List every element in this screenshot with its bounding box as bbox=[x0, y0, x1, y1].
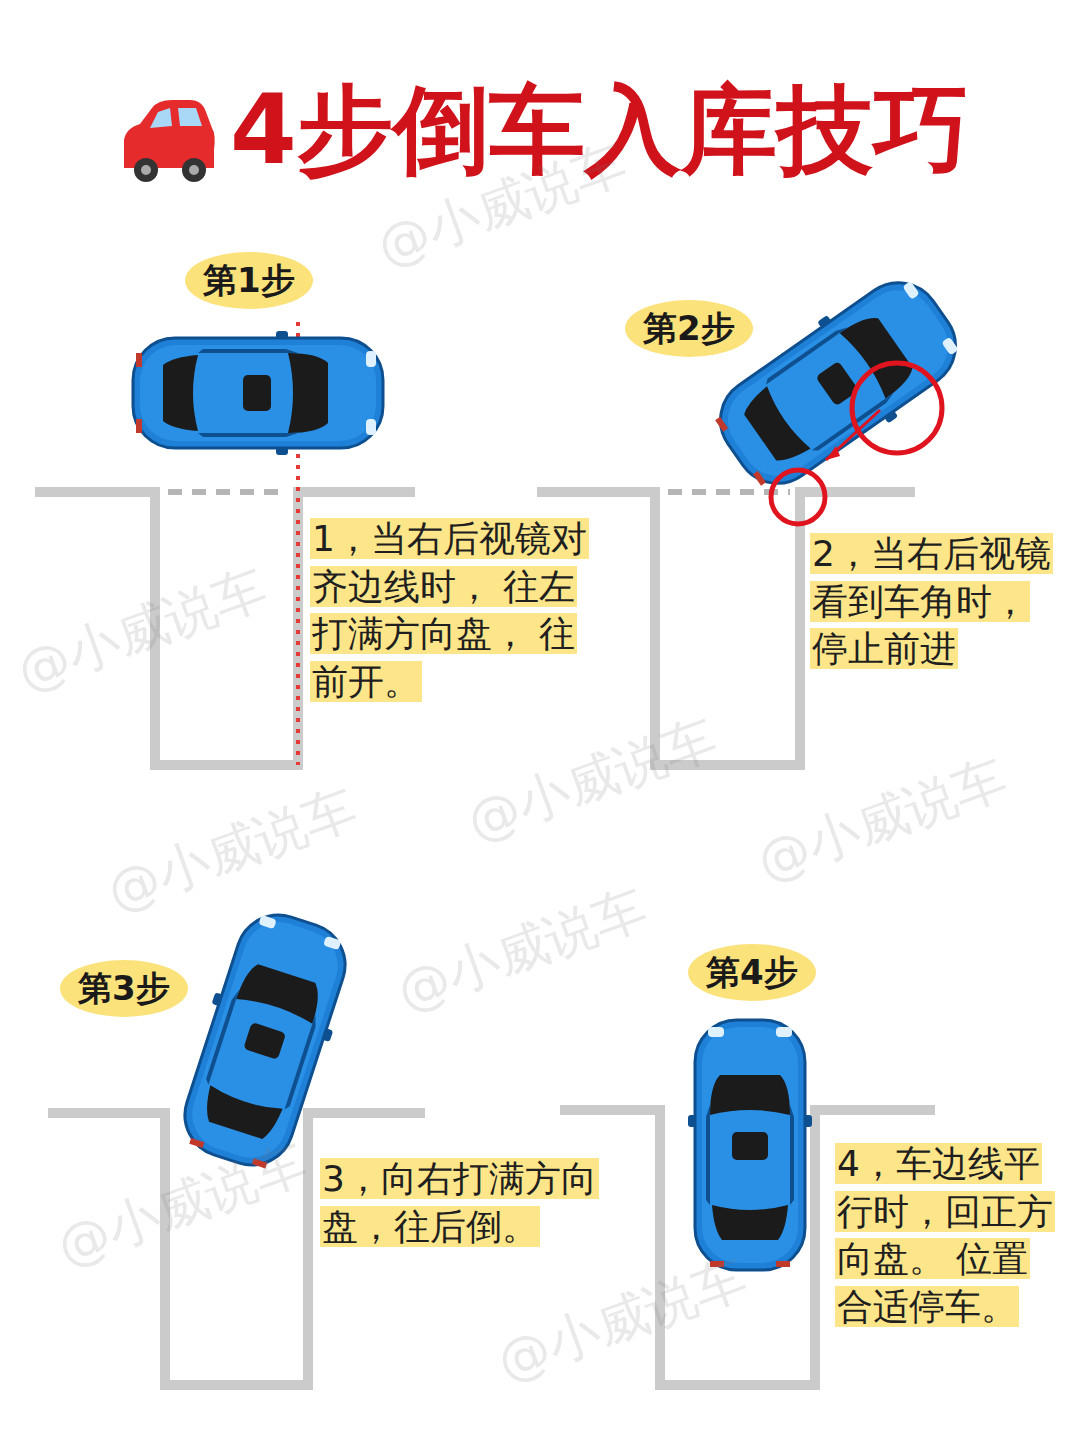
step-badge: 第4步 bbox=[688, 944, 816, 1001]
car-step1 bbox=[133, 331, 383, 455]
instruction-text: 3，向右打满方向盘，往后倒。 bbox=[320, 1158, 599, 1247]
watermark: @小威说车 bbox=[488, 1243, 756, 1398]
sight-line bbox=[826, 410, 880, 460]
step-label: 第4步 bbox=[706, 952, 798, 992]
instruction-box: 1，当右后视镜对齐边线时， 往左打满方向盘， 往前开。 bbox=[310, 515, 609, 705]
instruction-text: 2，当右后视镜看到车角时， 停止前进 bbox=[810, 533, 1053, 669]
mirror-circle bbox=[852, 363, 942, 453]
instruction-text: 4，车边线平行时，回正方向盘。 位置合适停车。 bbox=[835, 1143, 1055, 1327]
instruction-box: 4，车边线平行时，回正方向盘。 位置合适停车。 bbox=[835, 1140, 1058, 1330]
instruction-box: 2，当右后视镜看到车角时， 停止前进 bbox=[810, 530, 1069, 673]
step-badge: 第3步 bbox=[60, 960, 188, 1017]
step-badge: 第2步 bbox=[625, 300, 753, 357]
car-step3 bbox=[167, 902, 362, 1178]
instruction-box: 3，向右打满方向盘，往后倒。 bbox=[320, 1155, 619, 1250]
step-label: 第2步 bbox=[643, 308, 735, 348]
instruction-text: 1，当右后视镜对齐边线时， 往左打满方向盘， 往前开。 bbox=[310, 518, 589, 702]
corner-circle bbox=[771, 470, 825, 524]
car-step2 bbox=[700, 261, 976, 506]
watermark: @小威说车 bbox=[48, 1128, 316, 1283]
step-label: 第3步 bbox=[78, 968, 170, 1008]
step-label: 第1步 bbox=[203, 260, 295, 300]
watermark: @小威说车 bbox=[8, 553, 276, 708]
car-step4 bbox=[688, 1020, 812, 1270]
car-icon bbox=[124, 100, 215, 182]
watermark: @小威说车 bbox=[458, 703, 726, 858]
watermark: @小威说车 bbox=[98, 773, 366, 928]
watermark: @小威说车 bbox=[388, 873, 656, 1028]
slot-dash bbox=[168, 489, 790, 495]
step-badge: 第1步 bbox=[185, 252, 313, 309]
sight-arrow bbox=[826, 446, 840, 460]
